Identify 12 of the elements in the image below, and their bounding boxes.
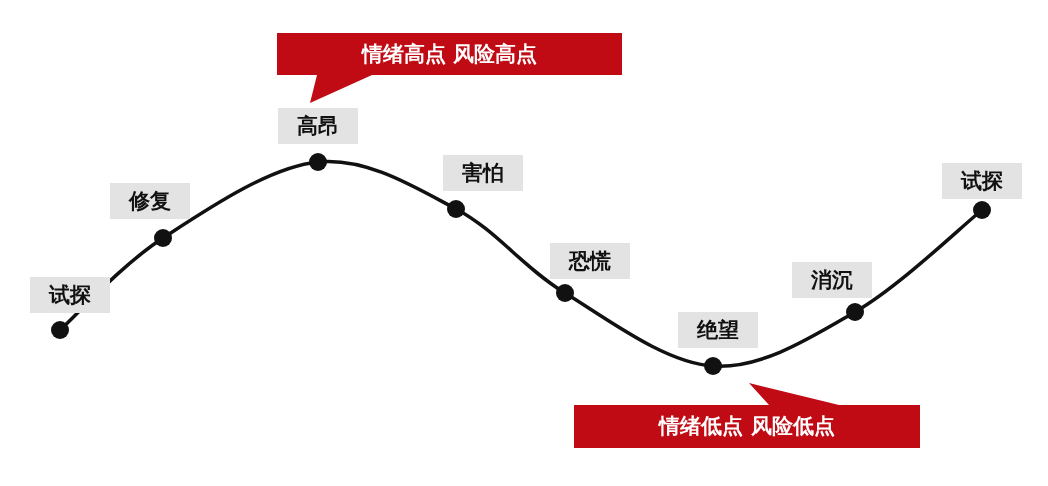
stage-label: 恐慌 <box>550 243 630 279</box>
callout-text: 情绪低点 风险低点 <box>657 413 836 440</box>
stage-label: 试探 <box>942 163 1022 199</box>
callout-banner <box>574 383 920 448</box>
callout-text: 情绪高点 风险高点 <box>360 41 539 68</box>
stage-label: 害怕 <box>443 155 523 191</box>
stage-label: 修复 <box>110 183 190 219</box>
stage-label: 绝望 <box>678 312 758 348</box>
stage-label: 消沉 <box>792 262 872 298</box>
stage-label: 试探 <box>30 277 110 313</box>
stage-label: 高昂 <box>278 108 358 144</box>
callout-banner <box>277 33 622 103</box>
